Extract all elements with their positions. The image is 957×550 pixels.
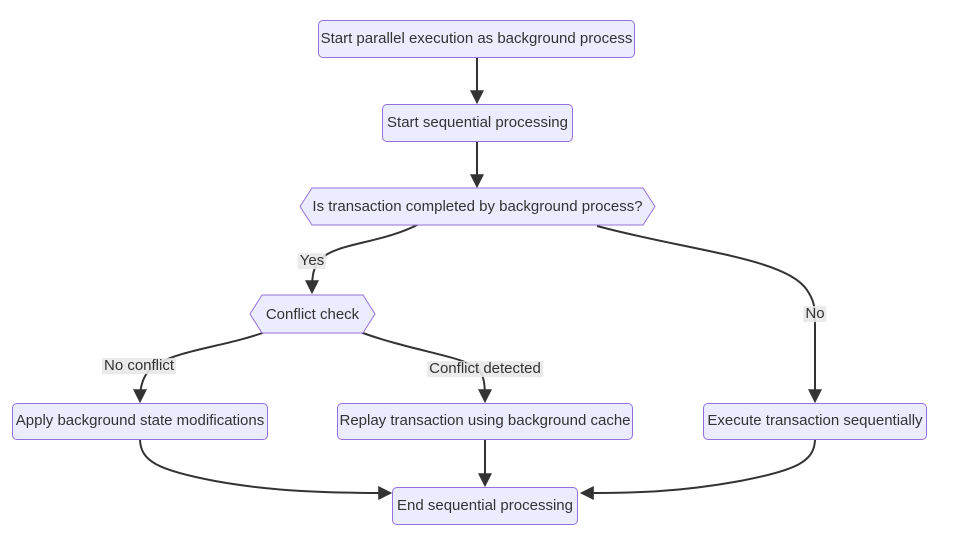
- node-apply-background-state-modifications: Apply background state modifications: [12, 403, 268, 440]
- edge-label-no: No: [803, 305, 827, 323]
- node-conflict-check: Conflict check: [265, 305, 360, 323]
- edge-label-no-conflict: No conflict: [101, 357, 177, 375]
- edge-label-yes: Yes: [297, 252, 327, 270]
- edge-label-conflict-detected: Conflict detected: [427, 360, 543, 378]
- node-execute-transaction-sequentially: Execute transaction sequentially: [703, 403, 927, 440]
- edge-apply-to-end: [139, 439, 393, 500]
- node-replay-transaction-using-background-cache: Replay transaction using background cach…: [337, 403, 633, 440]
- hexagon-is-completed-shape: [299, 187, 656, 226]
- node-start-sequential-processing: Start sequential processing: [382, 104, 573, 142]
- edge-yes-to-conflict-check: [305, 223, 420, 295]
- edge-no-to-execute-sequentially: [596, 225, 822, 404]
- hexagon-conflict-check-shape: [249, 294, 376, 334]
- edge-execute-to-end: [579, 439, 816, 500]
- node-start-parallel-execution: Start parallel execution as background p…: [318, 20, 635, 58]
- node-is-transaction-completed: Is transaction completed by background p…: [312, 198, 643, 215]
- node-end-sequential-processing: End sequential processing: [392, 487, 578, 525]
